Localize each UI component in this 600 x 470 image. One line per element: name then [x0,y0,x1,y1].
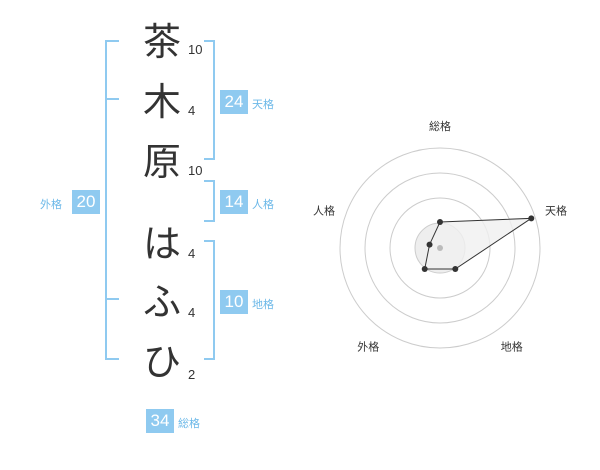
stroke-count: 2 [188,367,196,382]
gaikaku-label: 外格 [40,198,62,211]
name-char: ひ [142,340,181,384]
bracket-line [204,180,214,182]
bracket-line [105,98,119,100]
name-char: 原 [142,140,181,184]
bracket-line [105,40,119,42]
chikaku-label: 地格 [252,298,274,311]
bracket-line [204,158,214,160]
jinkaku-label: 人格 [252,198,274,211]
soukaku-label: 総格 [178,417,200,430]
radar-polygon [424,217,534,270]
bracket-line [204,358,214,360]
soukaku-badge: 34 [146,409,174,433]
radar-point [421,266,428,273]
bracket-line [204,240,214,242]
bracket-line [204,40,214,42]
radar-axis-label: 天格 [545,203,567,217]
stroke-count: 4 [188,103,196,118]
radar-point [426,241,433,248]
radar-axis-label: 外格 [357,340,379,354]
bracket-line [105,298,119,300]
bracket-line [105,40,107,360]
radar-axis-label: 総格 [429,119,451,133]
stroke-count: 10 [188,163,203,178]
name-char: ふ [142,280,181,324]
name-char: 茶 [142,20,181,64]
radar-axis-label: 地格 [501,340,523,354]
radar-point [452,266,459,273]
radar-ring [389,197,491,299]
radar-axis-label: 人格 [313,203,335,217]
radar-ring [339,147,541,349]
radar-point [437,219,443,225]
gaikaku-badge: 20 [72,190,100,214]
chikaku-badge: 10 [220,290,248,314]
bracket-line [213,180,215,222]
name-char: は [142,222,181,266]
stroke-count: 4 [188,246,196,261]
tenkaku-badge: 24 [220,90,248,114]
radar-ring [364,172,516,324]
bracket-line [213,40,215,160]
stroke-count: 10 [188,42,203,57]
bracket-line [213,240,215,360]
tenkaku-label: 天格 [252,98,274,111]
jinkaku-badge: 14 [220,190,248,214]
radar-point [528,215,535,222]
radar-center-dot [437,245,443,251]
name-char: 木 [142,80,181,124]
bracket-line [105,358,119,360]
stroke-count: 4 [188,305,196,320]
bracket-line [204,220,214,222]
